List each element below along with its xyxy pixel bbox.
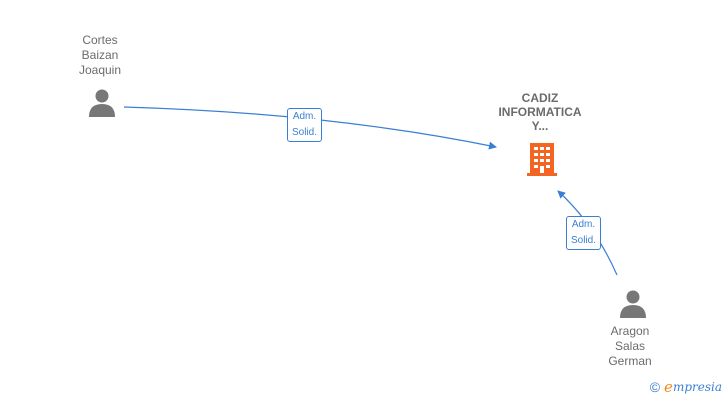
copyright-icon: © [649,379,661,395]
person-name-line: Baizan [81,48,119,62]
person-node-label[interactable]: Cortes Baizan Joaquin [60,33,140,78]
person-name-line: Salas [614,339,646,353]
company-node-label[interactable]: CADIZ INFORMATICA Y... [485,91,595,133]
company-name-line: Y... [531,119,549,133]
edge-label-line: Solid. [292,127,318,138]
edge-label-line: Adm. [571,219,596,230]
footer-brand: © e mpresia [650,378,722,396]
edge-label-role[interactable]: Adm. Solid. [566,216,602,250]
person-name-line: Joaquin [78,63,122,77]
edge-label-role[interactable]: Adm. Solid. [287,108,323,142]
company-name-line: CADIZ [521,91,559,105]
edge-label-line: Adm. [292,111,317,122]
edge-label-line: Solid. [571,235,597,246]
brand-logo-text: mpresia [672,380,722,394]
company-name-line: INFORMATICA [498,105,582,119]
person-name-line: Aragon [610,324,650,338]
person-icon[interactable] [618,289,648,319]
person-name-line: German [608,354,652,368]
building-icon[interactable] [526,141,558,177]
brand-logo-initial: e [664,378,673,396]
person-node-label[interactable]: Aragon Salas German [590,324,670,369]
person-icon[interactable] [87,88,117,118]
person-name-line: Cortes [82,33,118,47]
